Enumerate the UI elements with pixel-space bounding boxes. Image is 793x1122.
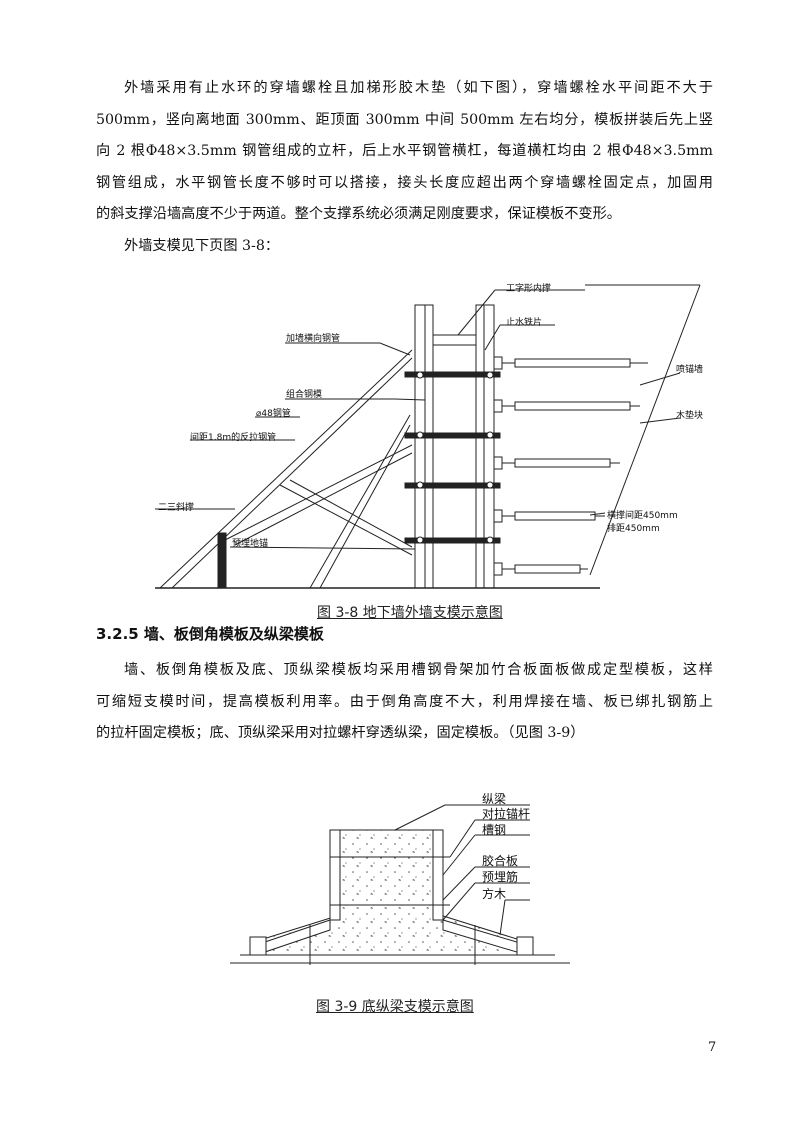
intro-paragraph: 外墙采用有止水环的穿墙螺栓且加梯形胶木垫（如下图），穿墙螺栓水平间距不大于 50… <box>96 73 713 262</box>
figure-3-9-caption: 图 3-9 底纵梁支模示意图 <box>316 999 474 1015</box>
para1-line-3: 向 2 根Φ48×3.5mm 钢管组成的立杆，后上水平钢管横杠，每道横杠均由 2… <box>96 143 713 159</box>
para1-line-2: 500mm，竖向离地面 300mm、距顶面 300mm 中间 500mm 左右均… <box>96 111 713 128</box>
fig38-label-shotcrete-wall: 喷锚墙 <box>676 365 704 375</box>
fig38-label-pipe48: ⌀48钢管 <box>256 406 291 419</box>
fig39-label-embedded: 预埋筋 <box>482 870 519 884</box>
fig39-label-timber: 方木 <box>482 887 507 901</box>
para2-line-2: 可缩短支模时间，提高模板利用率。由于倒角高度不大，利用焊接在墙、板已绑扎钢筋上 <box>96 693 713 710</box>
para1-line-1: 外墙采用有止水环的穿墙螺栓且加梯形胶木垫（如下图），穿墙螺栓水平间距不大于 <box>124 80 713 96</box>
fig38-label-horizontal-pipe: 加墙横向钢管 <box>286 334 341 344</box>
fig38-label-water-stop: 止水铁片 <box>506 318 543 328</box>
fig39-label-plywood: 胶合板 <box>482 854 519 868</box>
section-paragraph: 墙、板倒角模板及底、顶纵梁模板均采用槽钢骨架加竹合板面板做成定型模板，这样 可缩… <box>96 655 713 750</box>
figure-3-8-diagram <box>155 284 701 589</box>
fig38-label-spacing-v: 排距450mm <box>607 524 660 534</box>
fig39-label-beam: 纵梁 <box>482 792 507 806</box>
fig38-label-i-brace: 工字形内撑 <box>506 284 552 294</box>
fig38-label-wood-pad: 木垫块 <box>676 411 704 421</box>
fig38-label-combined-form: 组合钢模 <box>286 390 323 400</box>
fig38-label-tie-pipe: 间距1.8m的反拉钢管 <box>190 433 277 443</box>
fig39-label-tie-bolt: 对拉锚杆 <box>482 807 531 821</box>
fig38-label-diagonal: 二三斜撑 <box>158 503 195 513</box>
fig38-label-spacing-h: 横撑间距450mm <box>607 511 678 521</box>
page-number: 7 <box>708 1040 717 1055</box>
figure-3-8-caption: 图 3-8 地下墙外墙支模示意图 <box>317 605 503 621</box>
para2-line-1: 墙、板倒角模板及底、顶纵梁模板均采用槽钢骨架加竹合板面板做成定型模板，这样 <box>124 662 713 678</box>
para1-line-4: 钢管组成，水平钢管长度不够时可以搭接，接头长度应超出两个穿墙螺栓固定点，加固用 <box>96 174 713 191</box>
para2-line-3: 的拉杆固定模板；底、顶纵梁采用对拉螺杆穿透纵梁，固定模板。（见图 3-9） <box>96 725 585 741</box>
para1-line-6: 外墙支模见下页图 3-8： <box>124 237 280 254</box>
fig38-label-anchor: 预埋地锚 <box>232 539 269 549</box>
section-heading: 3.2.5 墙、板倒角模板及纵梁模板 <box>96 625 324 643</box>
para1-line-5: 的斜支撑沿墙高度不少于两道。整个支撑系统必须满足刚度要求，保证模板不变形。 <box>96 206 621 222</box>
fig38-pipe48-text: 48钢管 <box>261 409 291 419</box>
diameter-icon: ⌀ <box>256 409 262 419</box>
figure-3-9-diagram <box>230 804 570 965</box>
fig39-label-channel: 槽钢 <box>482 823 507 837</box>
